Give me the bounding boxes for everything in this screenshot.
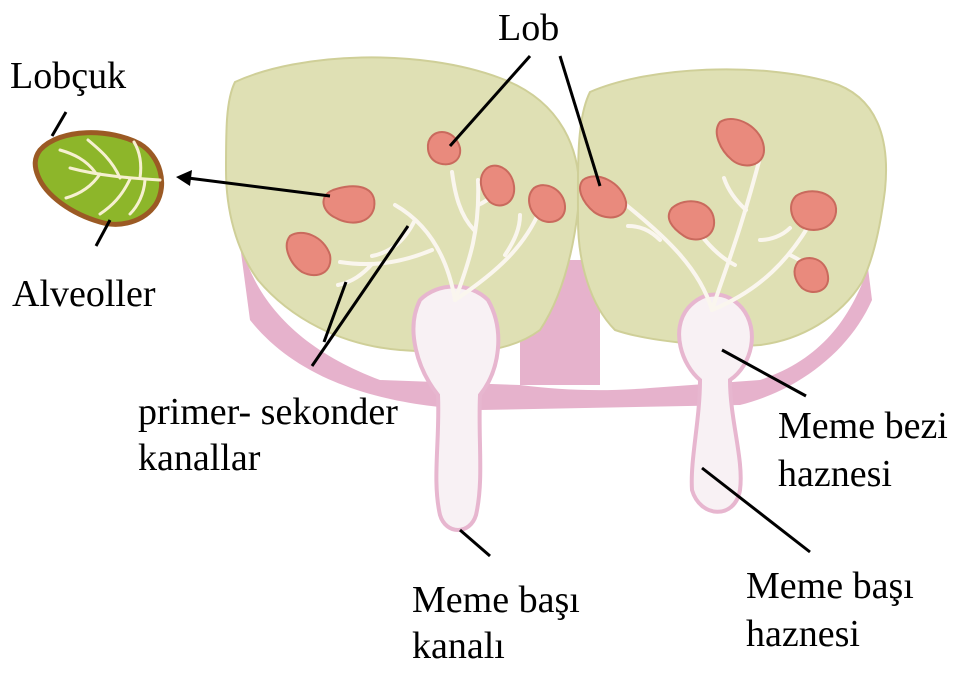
label-lob: Lob [498,6,559,50]
lobule-detail [35,133,161,225]
label-meme-bezi-line1: Meme bezi [778,404,948,448]
leader-lobcuk [52,112,66,136]
label-lobcuk: Lobçuk [10,54,126,98]
label-meme-basi-haznesi-line2: haznesi [746,612,860,656]
left-gland [226,57,579,352]
label-kanallar-line1: primer- sekonder [138,390,398,434]
label-meme-basi-kanali-line1: Meme başı [412,578,580,622]
label-alveoller: Alveoller [12,272,156,316]
leader-meme-basi-kanali [460,530,490,556]
label-kanallar-line2: kanallar [138,436,260,480]
label-meme-basi-kanali-line2: kanalı [412,624,505,668]
label-meme-basi-haznesi-line1: Meme başı [746,564,914,608]
label-meme-bezi-line2: haznesi [778,452,892,496]
